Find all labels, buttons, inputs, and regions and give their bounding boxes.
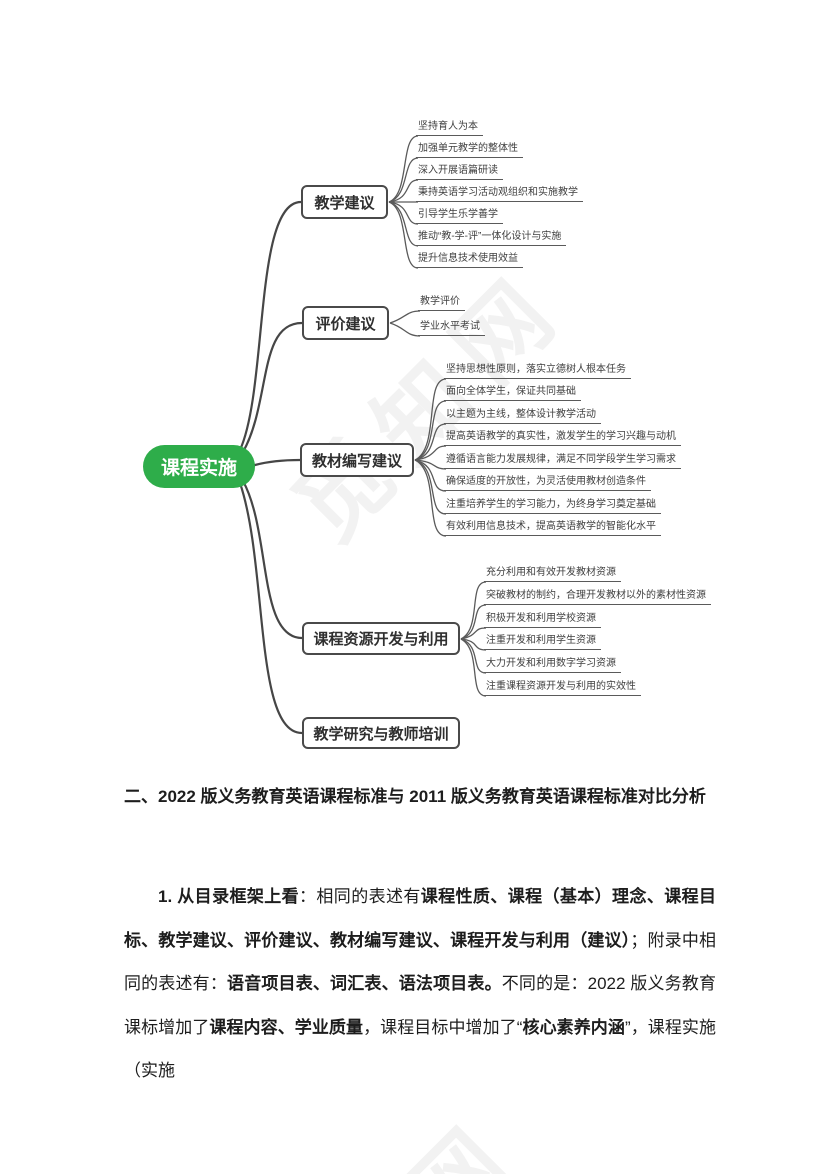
branch-teaching-research-training: 教学研究与教师培训 (302, 717, 460, 749)
paragraph-segment: ，课程目标中增加了“ (363, 1017, 523, 1037)
leaf-item: 加强单元教学的整体性 (416, 141, 523, 158)
paragraph-segment: ”，课程实施（实施 (124, 1017, 716, 1081)
branch3-leaf-connectors (414, 378, 447, 537)
leaf-item: 注重培养学生的学习能力，为终身学习奠定基础 (444, 497, 661, 514)
leaf-item: 突破教材的制约，合理开发教材以外的素材性资源 (484, 588, 711, 605)
paragraph-segment: 语音项目表、词汇表、语法项目表。 (227, 974, 502, 993)
leaf-item: 有效利用信息技术，提高英语教学的智能化水平 (444, 519, 661, 536)
leaf-item: 注重开发和利用学生资源 (484, 633, 601, 650)
leaf-item: 引导学生乐学善学 (416, 207, 503, 224)
watermark-bottom: 觅知网 (214, 1082, 546, 1174)
paragraph-segment: 核心素养内涵 (522, 1017, 625, 1037)
leaf-item: 注重课程资源开发与利用的实效性 (484, 679, 641, 696)
leaf-item: 提升信息技术使用效益 (416, 251, 523, 268)
leaf-item: 学业水平考试 (418, 319, 485, 336)
leaf-item: 坚持育人为本 (416, 119, 483, 136)
branch-curriculum-resources: 课程资源开发与利用 (302, 622, 460, 655)
branch2-leaf-connectors (389, 310, 421, 337)
connector-root-b4 (241, 479, 304, 640)
connector-root-b3 (253, 458, 302, 467)
leaf-item: 遵循语言能力发展规律，满足不同学段学生学习需求 (444, 452, 681, 469)
section-paragraph: 1. 从目录框架上看：相同的表述有课程性质、课程（基本）理念、课程目标、教学建议… (124, 875, 716, 1093)
branch4-leaf-connectors (460, 581, 487, 697)
paragraph-segment: ：相同的表述有 (299, 887, 421, 906)
branch-teaching-suggestions: 教学建议 (301, 185, 388, 219)
connector-root-b1 (238, 200, 303, 452)
mindmap-connectors (238, 135, 487, 735)
branch-evaluation-suggestions: 评价建议 (302, 306, 389, 340)
leaf-item: 坚持思想性原则，落实立德树人根本任务 (444, 362, 631, 379)
leaf-item: 提高英语教学的真实性，激发学生的学习兴趣与动机 (444, 429, 681, 446)
leaf-item: 教学评价 (418, 294, 465, 311)
leaf-item: 推动“教-学-评”一体化设计与实施 (416, 229, 567, 246)
paragraph-segment: 课程性质、课程（基本）理念、课程目标、教学建议、评价建议、教材编写建议、课程开发… (124, 887, 717, 950)
connector-root-b2 (241, 321, 304, 454)
leaf-item: 大力开发和利用数字学习资源 (484, 656, 621, 673)
leaf-item: 充分利用和有效开发教材资源 (484, 565, 621, 582)
section-heading: 二、2022 版义务教育英语课程标准与 2011 版义务教育英语课程标准对比分析 (124, 787, 706, 806)
branch1-leaf-connectors (388, 135, 419, 269)
mindmap-diagram: 课程实施 教学建议 评价建议 教材编写建议 课程资源开发与利用 教学研究与教师培… (143, 119, 711, 749)
paragraph-segment: ；附录中相同的表述有： (124, 930, 717, 994)
leaf-item: 秉持英语学习活动观组织和实施教学 (416, 185, 583, 202)
connector-root-b5 (238, 481, 304, 735)
leaf-item: 积极开发和利用学校资源 (484, 611, 601, 628)
leaf-item: 确保适度的开放性，为灵活使用教材创造条件 (444, 474, 651, 491)
leaf-item: 以主题为主线，整体设计教学活动 (444, 407, 601, 424)
branch-textbook-writing-suggestions: 教材编写建议 (300, 443, 414, 477)
paragraph-segment: 1. 从目录框架上看 (158, 887, 300, 906)
paragraph-segment: 不同的是：2022 版义务教育课标增加了 (124, 974, 717, 1037)
paragraph-segment: 课程内容、学业质量 (209, 1017, 364, 1037)
root-branch-connectors (238, 200, 304, 735)
leaf-item: 面向全体学生，保证共同基础 (444, 384, 581, 401)
leaf-item: 深入开展语篇研读 (416, 163, 503, 180)
root-node-course-implementation: 课程实施 (143, 445, 255, 488)
